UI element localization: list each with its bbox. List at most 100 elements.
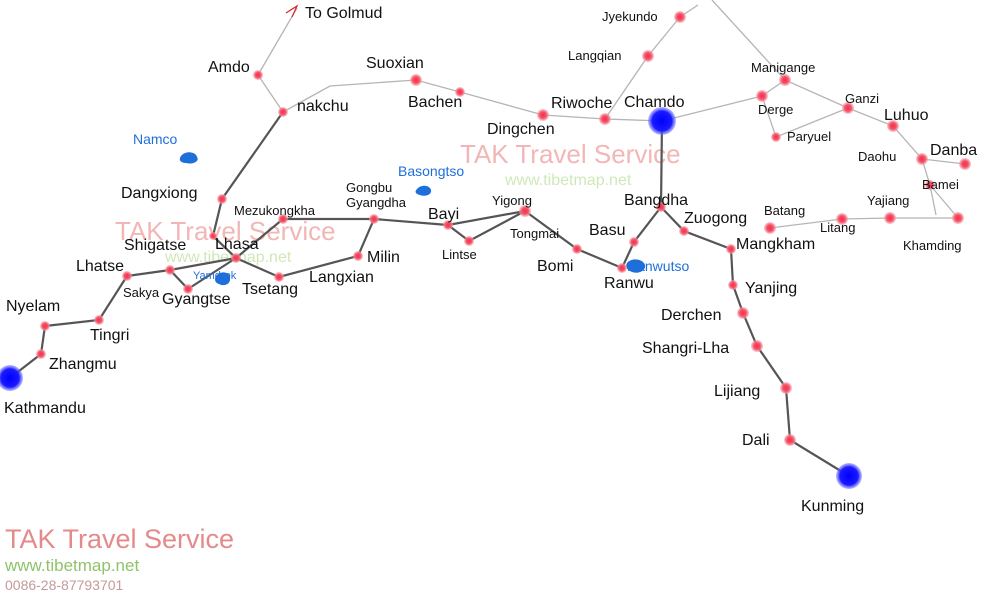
label-mangkham: Mangkham — [736, 236, 815, 253]
town-dot-shigatse — [165, 265, 175, 275]
label-golmud: To Golmud — [305, 5, 382, 22]
golmud-arrow-icon — [285, 4, 299, 18]
road-friendship — [9, 218, 376, 379]
town-dot-bachen — [455, 87, 465, 97]
road-golmud — [257, 7, 298, 76]
label-chamdo: Chamdo — [624, 94, 685, 111]
town-dot-lijiang — [780, 382, 792, 394]
town-dot-dingchen — [537, 109, 549, 121]
watermark-group: TAK Travel Service www.tibetmap.net TAK … — [115, 139, 681, 266]
label-bamei: Bamei — [922, 177, 959, 192]
road-nakchu-lhasa — [211, 111, 284, 259]
label-lintse: Lintse — [442, 247, 477, 262]
label-jyekundo: Jyekundo — [602, 9, 658, 24]
label-daohu: Daohu — [858, 149, 896, 164]
hub-dot-chamdo — [648, 107, 676, 135]
hub-dots — [0, 107, 862, 489]
label-milin: Milin — [367, 249, 400, 266]
town-dot-dangxiong — [217, 194, 227, 204]
town-dot-ganzi — [842, 102, 854, 114]
town-dot-derchen — [737, 307, 749, 319]
label-tongmai: Tongmai — [510, 226, 559, 241]
town-dot-lhasa-north — [209, 232, 217, 240]
town-dot-lintse — [464, 236, 474, 246]
town-dot-lhasa — [231, 253, 241, 263]
road-bamei — [929, 184, 959, 219]
town-dots — [36, 11, 971, 446]
label-dangxiong: Dangxiong — [121, 185, 198, 202]
label-bangdha: Bangdha — [624, 192, 688, 209]
label-shangrila: Shangri-Lha — [642, 340, 729, 357]
lake-yamdrok-shape — [215, 272, 231, 286]
road-litang — [769, 217, 958, 229]
town-dot-gongbu-gyangdha — [369, 214, 379, 224]
label-basongtso: Basongtso — [398, 163, 464, 179]
lake-labels: Namco Basongtso Yamdrok Ranwutso — [133, 131, 689, 282]
town-dot-khamding — [952, 212, 964, 224]
town-dot-yanjing — [728, 280, 738, 290]
town-dot-shangrila — [751, 340, 763, 352]
label-batang: Batang — [764, 203, 805, 218]
town-dot-nyelam — [40, 321, 50, 331]
watermark-title-2: TAK Travel Service — [115, 216, 336, 246]
label-ranwu: Ranwu — [604, 275, 654, 292]
town-dot-manigange — [779, 74, 791, 86]
label-paryuel: Paryuel — [787, 129, 831, 144]
label-litang: Litang — [820, 220, 855, 235]
brand-phone: 0086-28-87793701 — [5, 577, 124, 593]
label-suoxian: Suoxian — [366, 55, 424, 72]
lake-namco-shape — [179, 152, 198, 164]
label-mezukongkha: Mezukongkha — [234, 203, 316, 218]
label-zhangmu: Zhangmu — [49, 356, 117, 373]
label-danba: Danba — [930, 142, 977, 159]
town-dot-amdo — [253, 70, 263, 80]
town-dot-tsetang — [274, 272, 284, 282]
hub-dot-kathmandu — [0, 365, 23, 391]
town-labels: To Golmud Amdo nakchu Suoxian Bachen Din… — [4, 5, 977, 515]
town-dot-zhangmu — [36, 349, 46, 359]
town-dot-ranwu — [617, 263, 627, 273]
label-bachen: Bachen — [408, 94, 462, 111]
town-dot-paryuel — [771, 132, 781, 142]
label-luhuo: Luhuo — [884, 107, 929, 124]
brand-title: TAK Travel Service — [5, 524, 234, 554]
label-kunming: Kunming — [801, 498, 864, 515]
label-gyangtse: Gyangtse — [162, 291, 231, 308]
town-dot-suoxian — [410, 74, 422, 86]
town-dot-jyekundo — [674, 11, 686, 23]
town-dot-dali — [784, 434, 796, 446]
label-nyelam: Nyelam — [6, 298, 60, 315]
town-dot-derge — [756, 90, 768, 102]
label-sakya: Sakya — [123, 285, 160, 300]
town-dot-batang — [764, 222, 776, 234]
town-dot-luhuo — [887, 120, 899, 132]
label-basu: Basu — [589, 222, 625, 239]
hub-dot-kunming — [836, 463, 862, 489]
town-dot-bomi — [572, 244, 582, 254]
label-ranwutso: Ranwutso — [627, 258, 689, 274]
town-dot-langqian — [642, 50, 654, 62]
town-dot-gyangtse — [183, 284, 193, 294]
label-yamdrok: Yamdrok — [193, 270, 237, 282]
lake-basongtso-shape — [415, 185, 432, 196]
town-dot-zuogong — [679, 226, 689, 236]
brand-url: www.tibetmap.net — [4, 556, 139, 575]
label-khamding: Khamding — [903, 238, 962, 253]
road-danba — [921, 158, 966, 165]
town-dot-mangkham — [726, 244, 736, 254]
label-lijiang: Lijiang — [714, 383, 760, 400]
label-tsetang: Tsetang — [242, 281, 298, 298]
town-dot-daohu — [916, 153, 928, 165]
label-dali: Dali — [742, 432, 770, 449]
label-lhasa: Lhasa — [215, 236, 259, 253]
label-kathmandu: Kathmandu — [4, 400, 86, 417]
watermark-url-1: www.tibetmap.net — [504, 172, 632, 189]
label-bayi: Bayi — [428, 206, 459, 223]
town-dot-lhatse — [122, 271, 132, 281]
town-dot-milin — [353, 251, 363, 261]
road-jyekundo — [604, 4, 699, 120]
label-ganzi: Ganzi — [845, 91, 879, 106]
label-bomi: Bomi — [537, 258, 573, 275]
label-nakchu: nakchu — [297, 98, 349, 115]
